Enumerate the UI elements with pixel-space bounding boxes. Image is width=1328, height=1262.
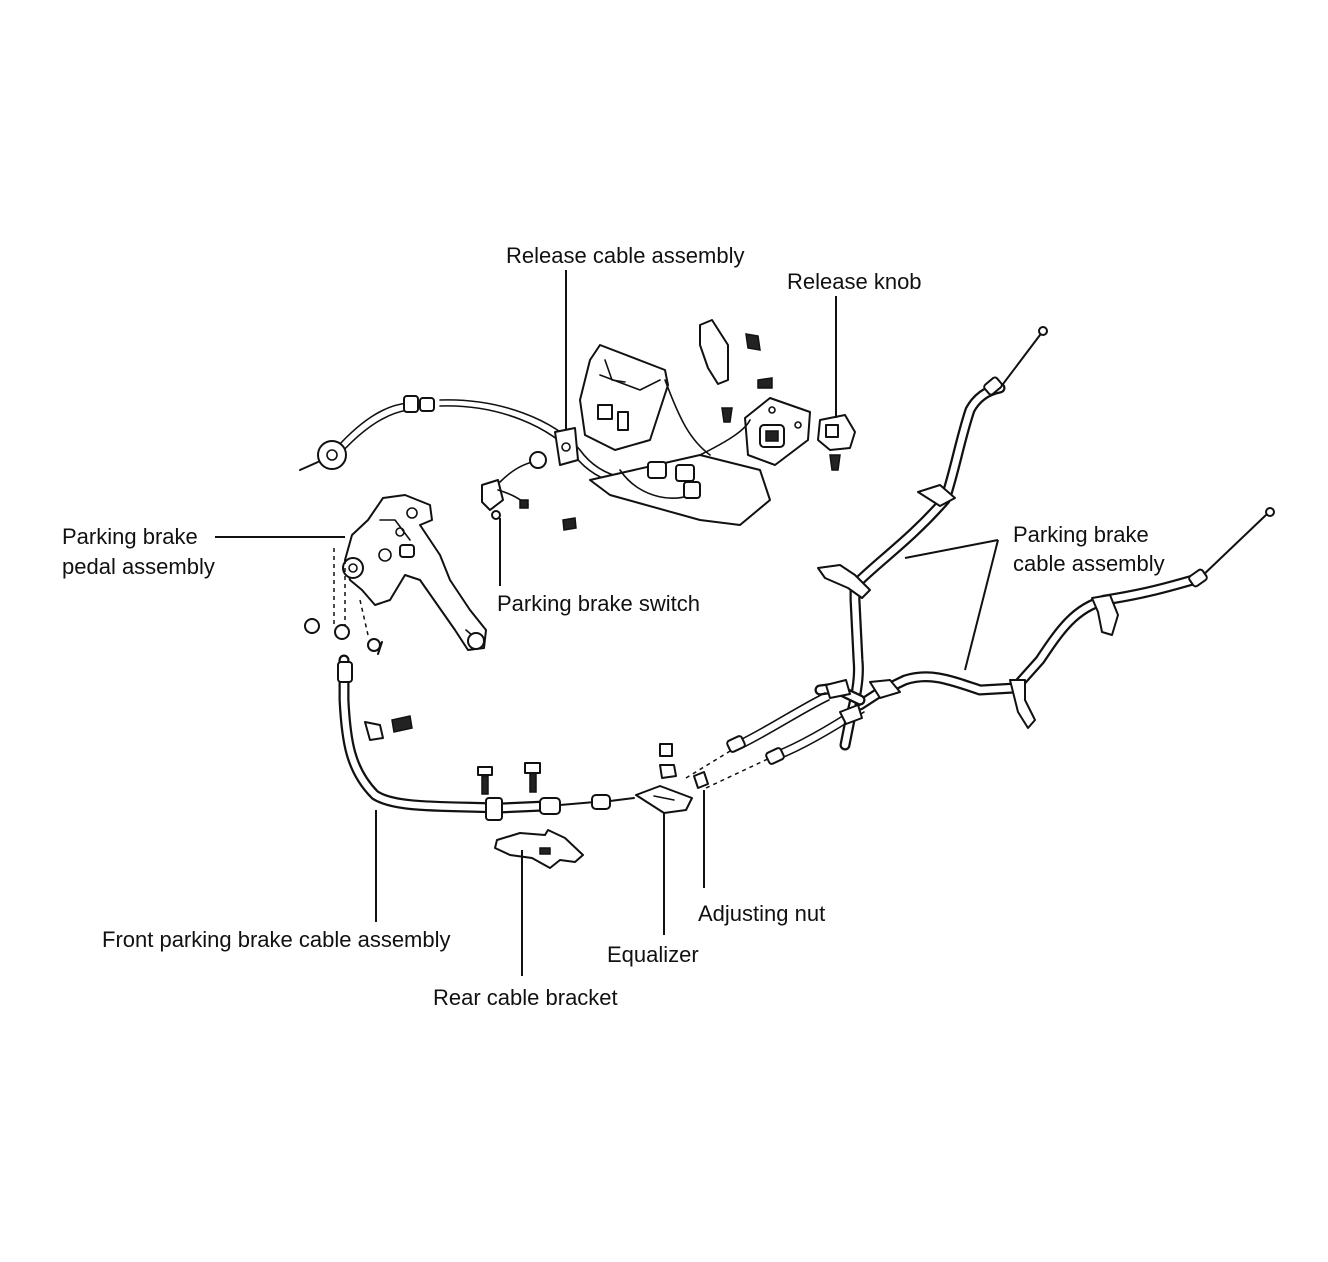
label-cable-assembly-line1: Parking brake	[1013, 522, 1149, 547]
equalizer-part	[635, 743, 773, 814]
label-pedal-assembly-line1: Parking brake	[62, 524, 198, 549]
label-rear-cable-bracket: Rear cable bracket	[433, 985, 618, 1010]
parking-brake-switch-part	[481, 451, 547, 520]
label-release-knob: Release knob	[787, 269, 922, 294]
release-bracket	[554, 319, 811, 531]
front-parking-brake-cable	[337, 654, 635, 821]
label-pedal-assembly-line2: pedal assembly	[62, 554, 215, 579]
label-equalizer: Equalizer	[607, 942, 699, 967]
label-release-cable-assembly: Release cable assembly	[506, 243, 744, 268]
leader-lines	[215, 270, 999, 976]
release-knob-part	[817, 414, 856, 471]
release-cable-assembly	[299, 395, 693, 488]
label-front-cable-assembly: Front parking brake cable assembly	[102, 927, 451, 952]
label-parking-brake-switch: Parking brake switch	[497, 591, 700, 616]
parking-brake-cable-assembly-part	[726, 326, 1275, 765]
rear-cable-bracket-part	[494, 829, 584, 869]
label-adjusting-nut: Adjusting nut	[698, 901, 825, 926]
parking-brake-pedal	[304, 494, 487, 655]
label-cable-assembly-line2: cable assembly	[1013, 551, 1165, 576]
